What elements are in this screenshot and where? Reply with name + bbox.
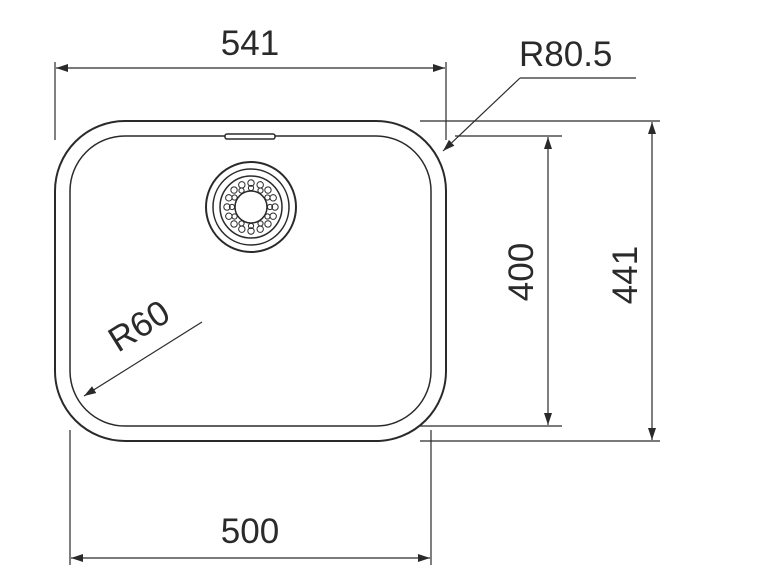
drain-hole xyxy=(266,203,274,211)
inner-radius-label: R60 xyxy=(102,293,177,360)
bowl-depth-dimension: 400 xyxy=(420,135,562,427)
drain-hole xyxy=(264,194,271,201)
drain-hole xyxy=(256,225,264,233)
overall-width-dimension: 541 xyxy=(54,24,447,140)
drain-hole xyxy=(223,203,231,211)
drain-hole xyxy=(264,220,272,228)
drain-hole xyxy=(225,212,233,220)
drain-hole xyxy=(264,213,271,220)
drain-hole xyxy=(264,186,272,194)
bowl-width-dimension: 500 xyxy=(69,430,432,565)
drain-hole xyxy=(228,203,236,211)
bowl-width-label: 500 xyxy=(221,512,279,551)
outer-radius-label: R80.5 xyxy=(519,35,612,74)
drain-hole xyxy=(230,186,238,194)
drain-icon xyxy=(205,161,297,253)
drain-hole xyxy=(231,194,238,201)
overall-width-label: 541 xyxy=(221,24,279,63)
overall-depth-label: 441 xyxy=(606,246,645,304)
drain-hole xyxy=(238,181,246,189)
inner-radius-callout: R60 xyxy=(83,293,203,397)
drain-hole xyxy=(256,181,264,189)
drain-hole xyxy=(231,213,238,220)
drain-hole xyxy=(247,222,255,230)
drain-hole xyxy=(257,220,264,227)
drain-hole xyxy=(238,187,245,194)
drain-hole xyxy=(230,220,238,228)
outer-radius-callout: R80.5 xyxy=(442,35,636,152)
drain-hole xyxy=(247,227,255,235)
drain-hole xyxy=(247,179,255,187)
drain-hole xyxy=(271,203,279,211)
drain-hole xyxy=(257,187,264,194)
overall-depth-dimension: 441 xyxy=(420,120,660,442)
drain-hole xyxy=(238,220,245,227)
drain-hole xyxy=(238,225,246,233)
drain-hole xyxy=(269,194,277,202)
sink-outer-rim xyxy=(54,120,447,442)
drain-hole xyxy=(247,184,255,192)
drain-hole xyxy=(269,212,277,220)
drain-hole xyxy=(225,194,233,202)
overflow-slot xyxy=(224,133,276,140)
bowl-depth-label: 400 xyxy=(502,243,541,301)
sink-outline xyxy=(54,120,447,442)
